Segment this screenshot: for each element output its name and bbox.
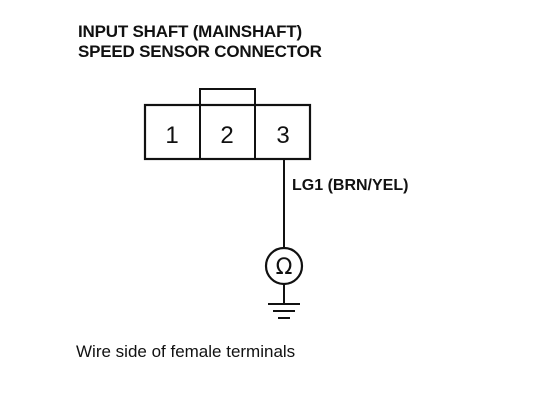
ohm-symbol: Ω <box>276 255 293 280</box>
terminal-1-label: 1 <box>165 122 178 149</box>
ohmmeter-icon: Ω <box>264 246 304 286</box>
connector-housing <box>143 103 312 161</box>
ground-icon <box>268 303 300 319</box>
diagram-title-line-1: INPUT SHAFT (MAINSHAFT) <box>78 22 302 41</box>
terminal-3-label: 3 <box>276 122 289 149</box>
diagram-title-line-2: SPEED SENSOR CONNECTOR <box>78 42 322 61</box>
terminal-2-label: 2 <box>220 122 233 149</box>
wire-color-label: LG1 (BRN/YEL) <box>292 177 409 194</box>
diagram-caption: Wire side of female terminals <box>76 342 296 361</box>
connector-lock-tab <box>199 88 256 106</box>
